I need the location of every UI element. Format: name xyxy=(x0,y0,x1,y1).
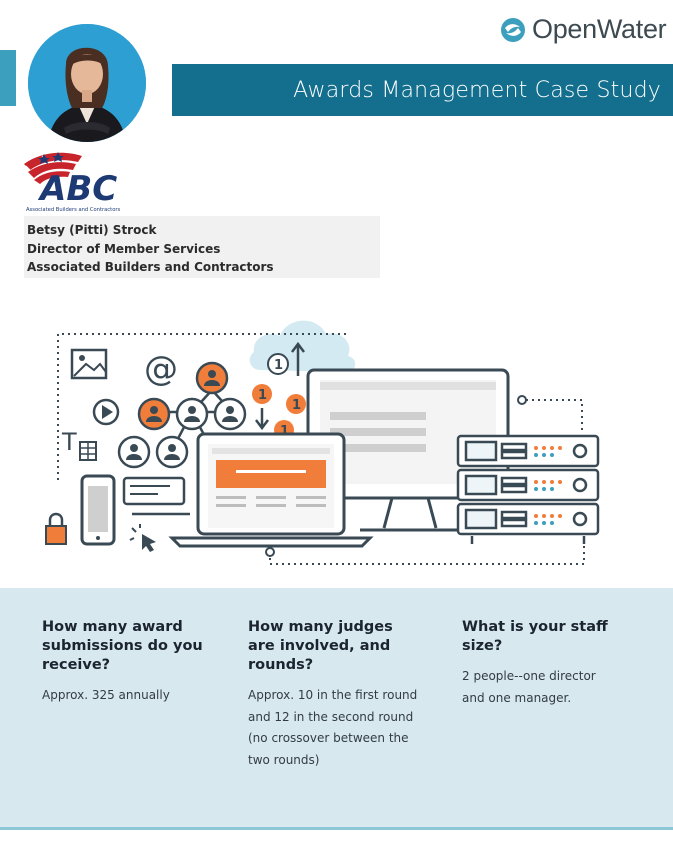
faq-panel: How many award submissions do you receiv… xyxy=(0,588,673,828)
badge-number: 1 xyxy=(274,358,283,373)
desktop-monitor-icon xyxy=(306,368,510,532)
abc-logo-subtext: Associated Builders and Contractors xyxy=(26,207,120,213)
at-sign-icon: @ xyxy=(144,349,178,389)
svg-text:@: @ xyxy=(144,349,178,389)
faq-answer: 2 people--one director and one manager. xyxy=(462,669,596,705)
cloud-icon xyxy=(249,320,356,372)
faq-item: What is your staff size? 2 people--one d… xyxy=(462,618,652,709)
badge-number: 1 xyxy=(258,388,267,403)
mobile-phone-icon xyxy=(80,474,116,546)
page-title: Awards Management Case Study xyxy=(293,77,661,103)
server-rack-icon xyxy=(456,434,600,544)
faq-answer: Approx. 10 in the first round and 12 in … xyxy=(248,688,418,767)
text-table-icon: T xyxy=(61,428,97,461)
faq-item: How many judges are involved, and rounds… xyxy=(248,618,420,771)
contact-role: Director of Member Services xyxy=(27,241,221,256)
bottom-divider xyxy=(0,827,673,830)
cursor-click-icon xyxy=(129,524,156,552)
contact-name: Betsy (Pitti) Strock xyxy=(27,223,157,237)
workflow-illustration: @ T 1 1 1 1 xyxy=(45,320,600,565)
faq-question: How many award submissions do you receiv… xyxy=(42,619,203,673)
laptop-icon xyxy=(168,432,374,548)
faq-answer: Approx. 325 annually xyxy=(42,688,170,702)
title-banner: Awards Management Case Study xyxy=(172,64,673,116)
openwater-logo-icon xyxy=(501,17,525,42)
svg-text:T: T xyxy=(61,428,77,456)
chat-bubble-icon xyxy=(122,476,190,516)
badge-number: 1 xyxy=(292,398,301,413)
openwater-brand: OpenWater xyxy=(500,14,667,45)
play-icon xyxy=(92,398,120,426)
contact-organization: Associated Builders and Contractors xyxy=(27,260,274,274)
badge-number: 1 xyxy=(280,424,289,439)
faq-item: How many award submissions do you receiv… xyxy=(42,618,212,707)
brand-name: OpenWater xyxy=(532,14,667,44)
lock-icon xyxy=(45,512,67,545)
faq-question: How many judges are involved, and rounds… xyxy=(248,619,393,673)
avatar xyxy=(28,24,146,142)
left-accent-tab xyxy=(0,50,16,106)
image-icon xyxy=(70,348,108,380)
contact-info-box: Betsy (Pitti) Strock Director of Member … xyxy=(24,216,380,278)
faq-question: What is your staff size? xyxy=(462,619,608,654)
abc-logo: ABC Associated Builders and Contractors xyxy=(20,150,128,214)
abc-logo-text: ABC xyxy=(37,169,117,209)
